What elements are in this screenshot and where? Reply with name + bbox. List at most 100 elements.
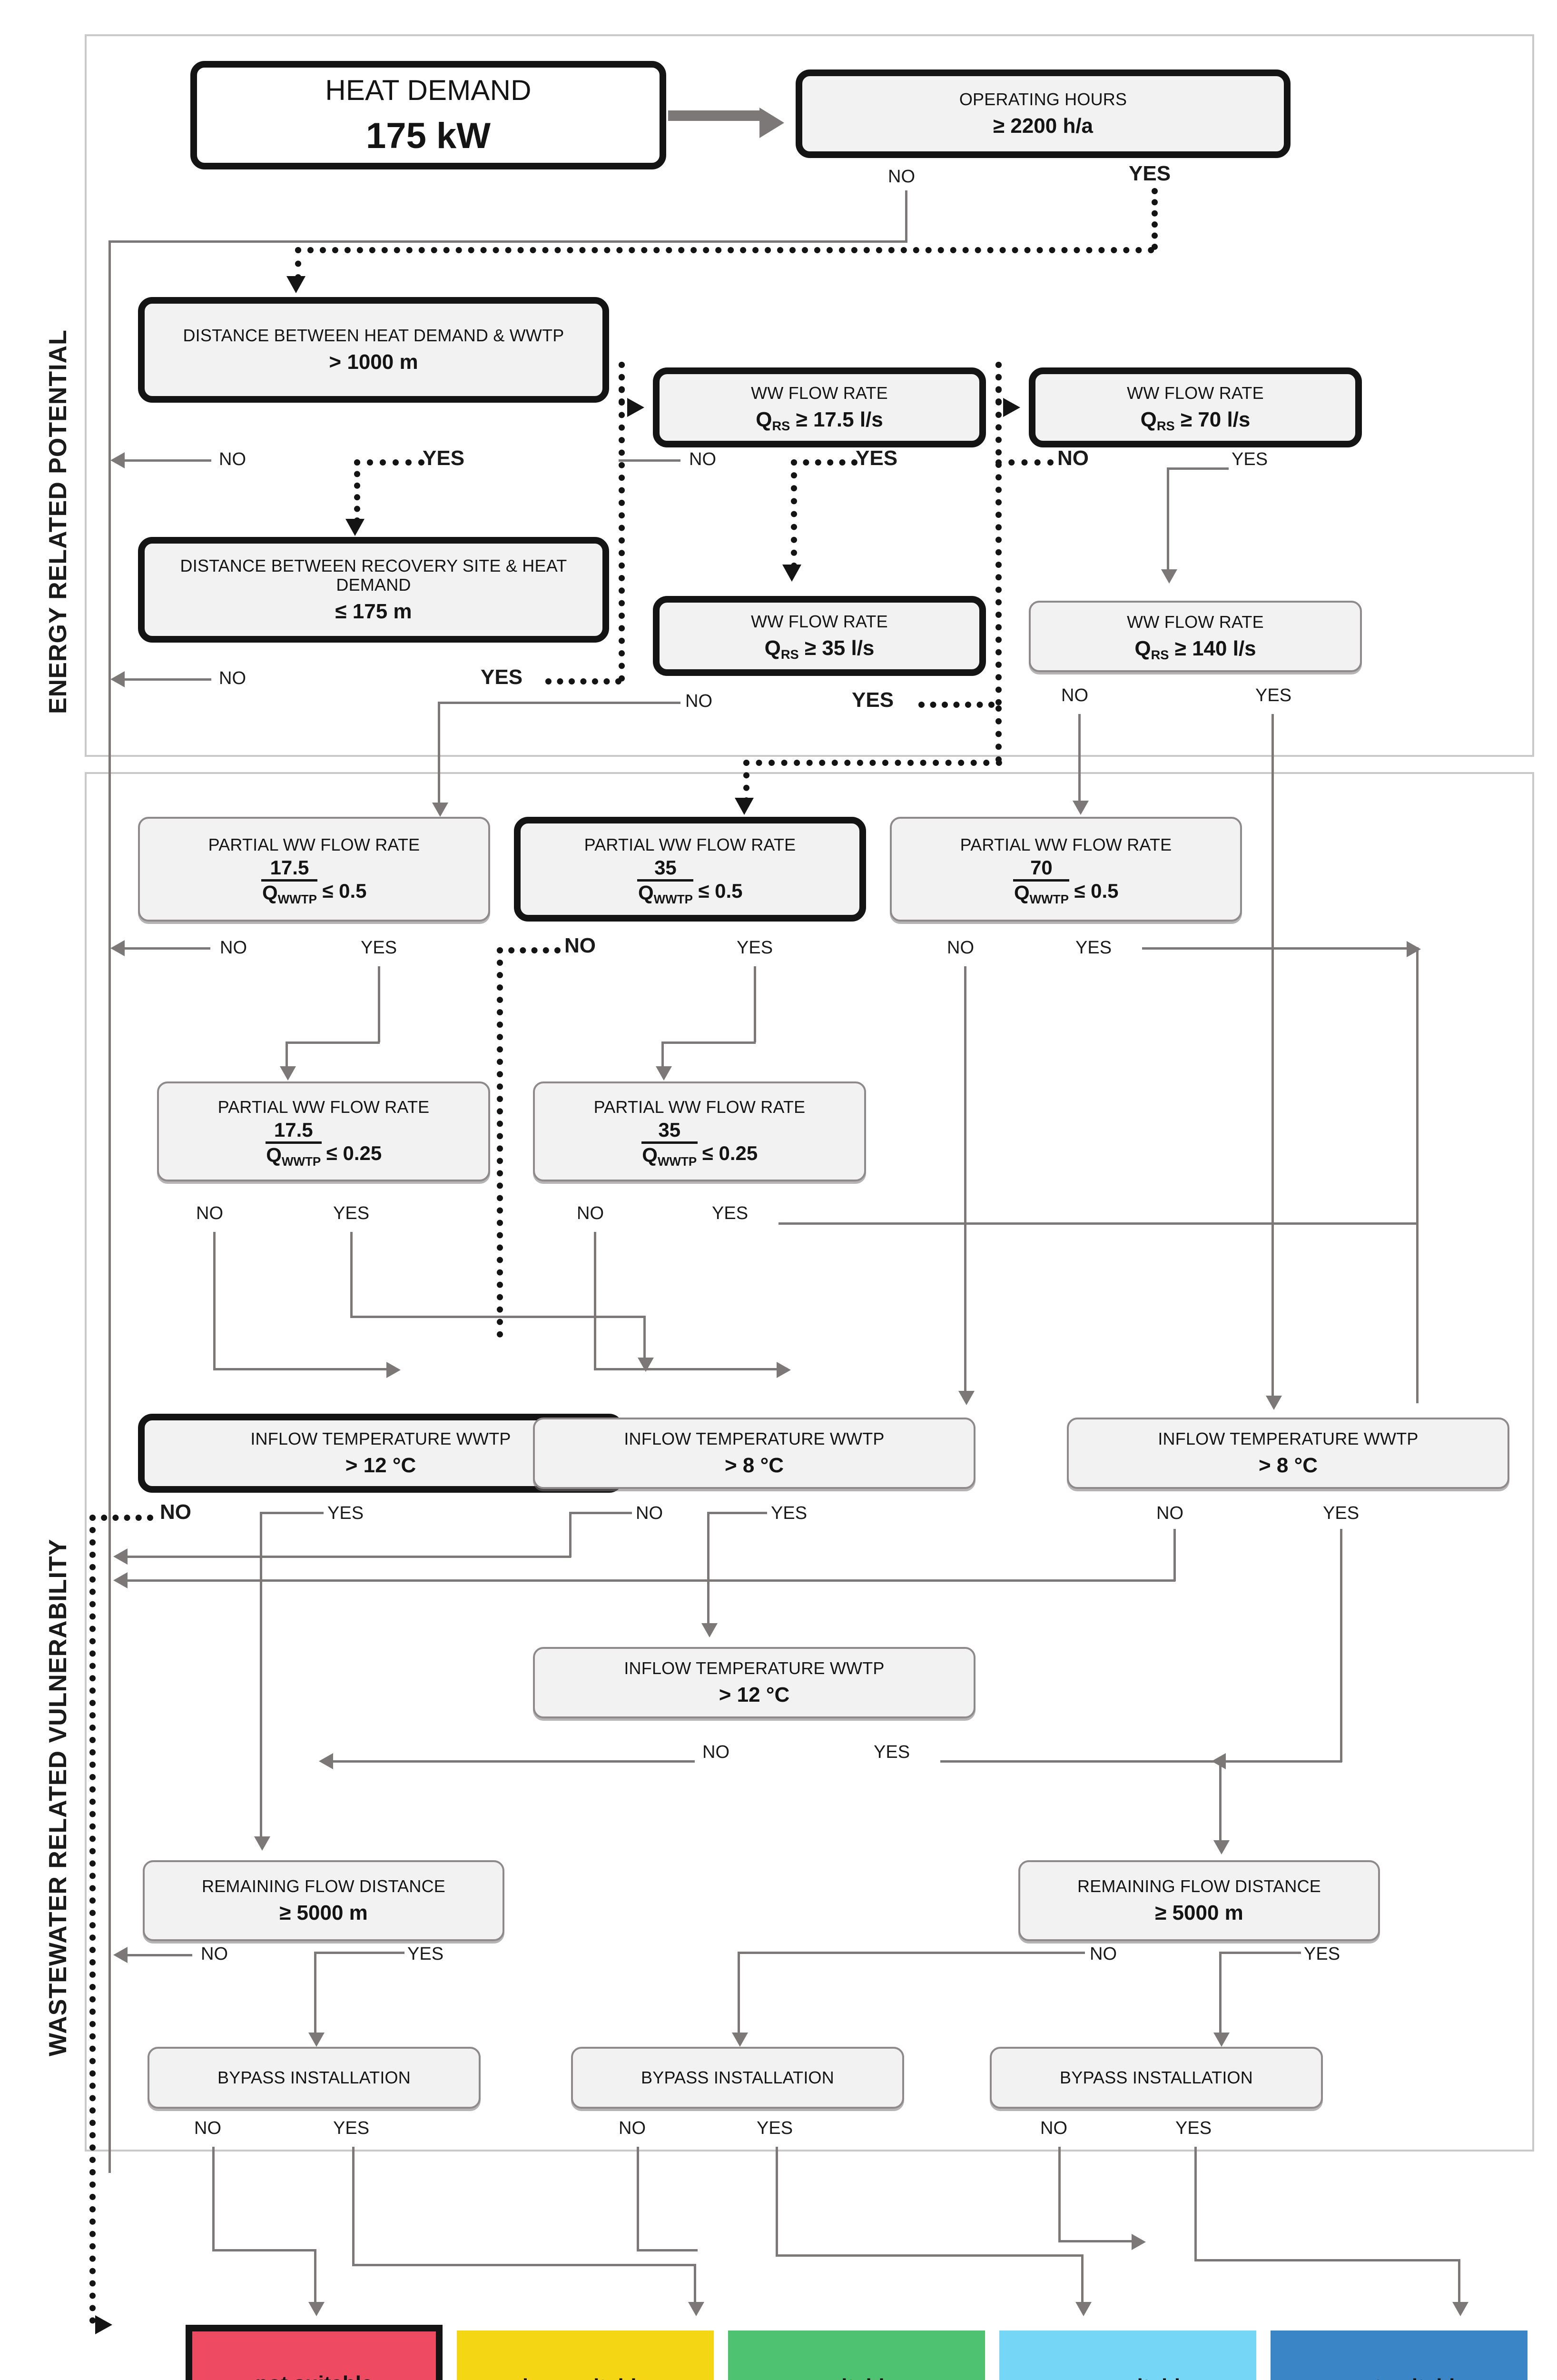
arrowhead-bypassmid-yes-to-very	[1075, 2302, 1092, 2316]
result-not-suitable[interactable]: not suitable	[186, 2325, 443, 2380]
connector-bypassleft-no-h	[212, 2249, 316, 2251]
branch-label-pf35-025-no: NO	[577, 1203, 604, 1223]
branch-label-rfdright-yes: YES	[1304, 1944, 1340, 1964]
arrowhead-ww140-no-to-pf70	[1073, 801, 1089, 815]
connector-bypassmid-yes-h	[776, 2254, 1083, 2257]
connector-dist1-yes-v	[354, 459, 360, 524]
node-partial-flow-35-05[interactable]: PARTIAL WW FLOW RATE 35 QWWTP ≤ 0.5	[514, 817, 866, 922]
connector-pf17-025-no-v	[213, 1232, 216, 1370]
q-subscript: RS	[780, 647, 799, 662]
node-remaining-flow-distance-left[interactable]: REMAINING FLOW DISTANCE ≥ 5000 m	[143, 1860, 504, 1941]
connector-oh-no-left	[108, 240, 907, 243]
node-distance-heatdemand-wwtp[interactable]: DISTANCE BETWEEN HEAT DEMAND & WWTP > 10…	[138, 297, 609, 403]
node-ww-140-value: QRS ≥ 140 l/s	[1134, 637, 1256, 663]
connector-bypassmid-yes-v2	[1081, 2254, 1084, 2307]
arrowhead-rfdleft-no	[113, 1947, 128, 1963]
fraction-numerator: 17.5	[274, 1118, 313, 1141]
branch-label-bypassright-yes: YES	[1175, 2118, 1212, 2138]
fraction-numerator: 17.5	[270, 856, 309, 879]
node-inflow-temp-right-8[interactable]: INFLOW TEMPERATURE WWTP > 8 °C	[1067, 1418, 1509, 1489]
connector-tempmid8-no-h	[569, 1512, 632, 1514]
node-heat-demand[interactable]: HEAT DEMAND 175 kW	[190, 61, 666, 169]
node-ww-140-title: WW FLOW RATE	[1127, 612, 1264, 632]
connector-pf35-025-no-h	[594, 1368, 779, 1370]
node-ww-flow-35[interactable]: WW FLOW RATE QRS ≥ 35 l/s	[653, 596, 986, 676]
connector-oh-yes-to-dist	[295, 247, 301, 280]
fraction-bar	[637, 879, 694, 882]
connector-bypassright-yes-v	[1194, 2147, 1197, 2261]
connector-ww70-yes-h	[1167, 467, 1229, 470]
node-heat-demand-title: HEAT DEMAND	[325, 74, 532, 106]
node-partial-flow-17-5-05[interactable]: PARTIAL WW FLOW RATE 17.5 QWWTP ≤ 0.5	[138, 817, 490, 922]
node-pf17-025-title: PARTIAL WW FLOW RATE	[217, 1097, 430, 1117]
arrowhead-pf70-no-down	[958, 1391, 975, 1405]
node-partial-flow-35-025[interactable]: PARTIAL WW FLOW RATE 35 QWWTP ≤ 0.25	[533, 1081, 866, 1181]
node-partial-flow-70-05[interactable]: PARTIAL WW FLOW RATE 70 QWWTP ≤ 0.5	[890, 817, 1242, 922]
node-operating-hours-title: OPERATING HOURS	[959, 89, 1127, 109]
connector-pf17-025-yes-v2	[643, 1316, 646, 1361]
node-ww-flow-70[interactable]: WW FLOW RATE QRS ≥ 70 l/s	[1029, 367, 1362, 447]
arrowhead-to-pf17-025	[280, 1066, 296, 1081]
connector-templeft-no-h	[89, 1515, 153, 1521]
branch-label-dist1-no: NO	[219, 449, 246, 469]
fraction-pf35-05: 35 QWWTP ≤ 0.5	[637, 857, 743, 905]
connector-tempright8-no-v	[1173, 1529, 1176, 1581]
connector-pf35-025-no-v	[594, 1232, 596, 1370]
fraction-threshold: ≤ 0.5	[698, 879, 743, 902]
node-bypass-installation-mid[interactable]: BYPASS INSTALLATION	[571, 2047, 904, 2109]
node-inflow-temp-mid-8[interactable]: INFLOW TEMPERATURE WWTP > 8 °C	[533, 1418, 976, 1489]
connector-bypassmid-no-h	[637, 2249, 698, 2251]
connector-pf17-05-yes-h	[286, 1041, 380, 1044]
node-ww-flow-140[interactable]: WW FLOW RATE QRS ≥ 140 l/s	[1029, 601, 1362, 672]
branch-label-ww17-yes: YES	[856, 446, 898, 470]
node-distance-recovery-heatdemand[interactable]: DISTANCE BETWEEN RECOVERY SITE & HEAT DE…	[138, 537, 609, 643]
connector-tempmid8-yes-h	[707, 1512, 767, 1514]
connector-dist2-no	[125, 678, 211, 681]
connector-ww35-yes-v	[995, 362, 1002, 705]
node-rfd-right-value: ≥ 5000 m	[1155, 1901, 1243, 1924]
branch-label-bypassright-no: NO	[1040, 2118, 1067, 2138]
node-ww-35-title: WW FLOW RATE	[751, 612, 888, 632]
connector-bypassright-yes-v2	[1458, 2259, 1460, 2307]
fraction-denominator: QWWTP	[1014, 881, 1069, 906]
connector-bypassmid-no-v	[637, 2147, 639, 2251]
fraction-threshold: ≤ 0.25	[702, 1141, 758, 1164]
node-temp-right8-value: > 8 °C	[1259, 1453, 1318, 1477]
result-very-suitable[interactable]: very suitable	[999, 2330, 1256, 2380]
node-operating-hours[interactable]: OPERATING HOURS ≥ 2200 h/a	[796, 69, 1291, 158]
connector-bypassmid-yes-v	[776, 2147, 778, 2256]
result-most-suitable[interactable]: most suitable	[1271, 2330, 1527, 2380]
node-pf17-05-title: PARTIAL WW FLOW RATE	[208, 835, 420, 855]
node-temp-mid12-value: > 12 °C	[719, 1683, 790, 1706]
fraction-threshold: ≤ 0.25	[326, 1141, 382, 1164]
fraction-denominator: QWWTP	[642, 1143, 697, 1169]
node-ww-flow-17-5[interactable]: WW FLOW RATE QRS ≥ 17.5 l/s	[653, 367, 986, 447]
connector-oh-no-down	[905, 190, 907, 243]
node-partial-flow-17-5-025[interactable]: PARTIAL WW FLOW RATE 17.5 QWWTP ≤ 0.25	[157, 1081, 490, 1181]
connector-bypassleft-yes-v2	[694, 2264, 696, 2307]
connector-pf17-025-no-h	[213, 1368, 389, 1370]
q-subscript: RS	[1151, 647, 1169, 663]
node-bypass-installation-right[interactable]: BYPASS INSTALLATION	[990, 2047, 1323, 2109]
node-remaining-flow-distance-right[interactable]: REMAINING FLOW DISTANCE ≥ 5000 m	[1018, 1860, 1380, 1941]
node-distance-rs-hd-title: DISTANCE BETWEEN RECOVERY SITE & HEAT DE…	[180, 556, 567, 595]
fraction-numerator: 35	[658, 1118, 681, 1141]
node-rfd-left-value: ≥ 5000 m	[279, 1901, 368, 1924]
result-less-suitable[interactable]: less suitable	[457, 2330, 714, 2380]
node-inflow-temp-mid-12[interactable]: INFLOW TEMPERATURE WWTP > 12 °C	[533, 1647, 976, 1718]
connector-pf35-05-yes-v2	[661, 1041, 664, 1070]
branch-label-pf17-025-no: NO	[196, 1203, 223, 1223]
q-subscript: RS	[1156, 418, 1175, 434]
connector-tempmid12-yes-h	[940, 1760, 1221, 1763]
connector-heatdemand-to-hours	[668, 110, 759, 121]
connector-oh-no-edge-down	[108, 240, 111, 2173]
branch-label-tempmid12-no: NO	[702, 1742, 729, 1762]
arrowhead-to-dist-hd-wwtp	[286, 276, 305, 293]
node-bypass-installation-left[interactable]: BYPASS INSTALLATION	[148, 2047, 481, 2109]
branch-label-tempmid12-yes: YES	[874, 1742, 910, 1762]
connector-ww140-no-v	[1078, 714, 1081, 804]
node-ww-70-value: QRS ≥ 70 l/s	[1141, 408, 1251, 434]
node-temp-mid12-title: INFLOW TEMPERATURE WWTP	[624, 1658, 885, 1678]
branch-label-pf35-05-no: NO	[564, 934, 596, 957]
result-suitable[interactable]: suitable	[728, 2330, 985, 2380]
